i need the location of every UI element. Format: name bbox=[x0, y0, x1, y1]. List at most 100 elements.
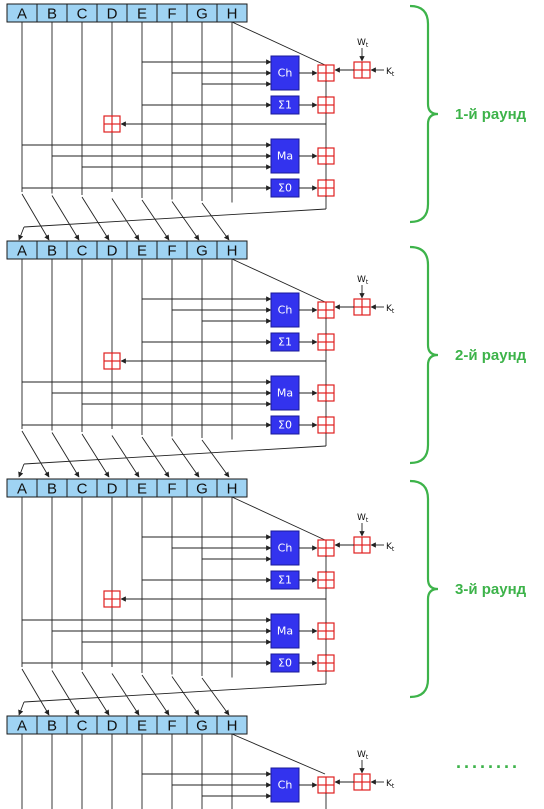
ma-box-label: Ma bbox=[277, 625, 293, 638]
register-label: B bbox=[47, 481, 57, 498]
register-h-2: H bbox=[216, 240, 248, 260]
k-label: Kt bbox=[386, 542, 395, 553]
register-label: F bbox=[167, 718, 176, 735]
register-label: F bbox=[167, 481, 176, 498]
register-h-4: H bbox=[216, 715, 248, 735]
round-label-1: 1-й раунд bbox=[455, 106, 527, 123]
ch-box-label: Ch bbox=[278, 67, 293, 80]
register-label: B bbox=[47, 6, 57, 23]
shift-arrow-5 bbox=[171, 438, 200, 478]
ch-box-label: Ch bbox=[278, 779, 293, 792]
register-label: A bbox=[17, 718, 27, 735]
register-d-2: D bbox=[96, 240, 128, 260]
round-brace-3 bbox=[409, 479, 439, 699]
register-label: G bbox=[196, 481, 208, 498]
register-label: A bbox=[17, 6, 27, 23]
k-label: Kt bbox=[386, 67, 395, 78]
register-label: E bbox=[137, 6, 147, 23]
w-subscript: t bbox=[366, 42, 369, 49]
register-c-3: C bbox=[66, 478, 98, 498]
register-label: D bbox=[107, 718, 118, 735]
register-label: D bbox=[107, 481, 118, 498]
shift-arrow-1 bbox=[51, 195, 80, 241]
shift-arrow-0 bbox=[21, 668, 50, 716]
w-subscript: t bbox=[366, 279, 369, 286]
shift-arrow-2 bbox=[81, 433, 110, 478]
w-label: Wt bbox=[357, 275, 369, 286]
shift-arrow-1 bbox=[51, 432, 80, 478]
h-to-adder-wire bbox=[231, 21, 326, 66]
ch-box bbox=[270, 292, 300, 328]
sigma0-box-label: Σ0 bbox=[278, 419, 292, 432]
register-g-3: G bbox=[186, 478, 218, 498]
register-label: F bbox=[167, 243, 176, 260]
register-c-2: C bbox=[66, 240, 98, 260]
w-label: Wt bbox=[357, 38, 369, 49]
new-a-arrow bbox=[18, 226, 25, 241]
register-g-2: G bbox=[186, 240, 218, 260]
register-e-3: E bbox=[126, 478, 158, 498]
register-label: H bbox=[227, 243, 238, 260]
k-subscript: t bbox=[392, 308, 395, 315]
register-label: H bbox=[227, 6, 238, 23]
register-label: H bbox=[227, 481, 238, 498]
shift-arrow-1 bbox=[51, 670, 80, 716]
sigma0-box-label: Σ0 bbox=[278, 182, 292, 195]
register-e-4: E bbox=[126, 715, 158, 735]
k-label: Kt bbox=[386, 779, 395, 790]
continuation-dots: ........ bbox=[456, 752, 520, 772]
register-f-2: F bbox=[156, 240, 188, 260]
ch-box bbox=[270, 530, 300, 566]
shift-arrow-3 bbox=[111, 673, 140, 716]
register-label: D bbox=[107, 6, 118, 23]
k-subscript: t bbox=[392, 783, 395, 790]
register-label: E bbox=[137, 243, 147, 260]
register-a-1: A bbox=[6, 3, 38, 23]
shift-arrow-0 bbox=[21, 193, 50, 241]
register-label: G bbox=[196, 243, 208, 260]
register-label: B bbox=[47, 243, 57, 260]
register-label: C bbox=[77, 243, 88, 260]
register-b-3: B bbox=[36, 478, 68, 498]
register-f-3: F bbox=[156, 478, 188, 498]
ma-box-label: Ma bbox=[277, 387, 293, 400]
register-label: F bbox=[167, 6, 176, 23]
ch-box bbox=[270, 55, 300, 91]
shift-arrow-3 bbox=[111, 435, 140, 478]
register-c-1: C bbox=[66, 3, 98, 23]
sigma1-box-label: Σ1 bbox=[278, 99, 292, 112]
register-g-4: G bbox=[186, 715, 218, 735]
k-subscript: t bbox=[392, 546, 395, 553]
register-label: G bbox=[196, 718, 208, 735]
w-subscript: t bbox=[366, 754, 369, 761]
shift-arrow-6 bbox=[201, 202, 230, 241]
register-c-4: C bbox=[66, 715, 98, 735]
k-label: Kt bbox=[386, 304, 395, 315]
register-a-4: A bbox=[6, 715, 38, 735]
register-h-1: H bbox=[216, 3, 248, 23]
register-f-4: F bbox=[156, 715, 188, 735]
register-d-3: D bbox=[96, 478, 128, 498]
sigma0-box-label: Σ0 bbox=[278, 657, 292, 670]
register-a-3: A bbox=[6, 478, 38, 498]
register-e-2: E bbox=[126, 240, 158, 260]
shift-arrow-2 bbox=[81, 196, 110, 241]
register-label: A bbox=[17, 481, 27, 498]
ch-box bbox=[270, 767, 300, 803]
register-f-1: F bbox=[156, 3, 188, 23]
shift-arrow-4 bbox=[141, 674, 170, 716]
register-label: C bbox=[77, 481, 88, 498]
w-subscript: t bbox=[366, 517, 369, 524]
ma-box bbox=[270, 138, 300, 174]
register-label: E bbox=[137, 718, 147, 735]
round-brace-2 bbox=[409, 245, 439, 465]
w-label: Wt bbox=[357, 750, 369, 761]
new-a-arrow bbox=[18, 701, 25, 716]
round-brace-1 bbox=[409, 4, 439, 224]
shift-arrow-4 bbox=[141, 436, 170, 478]
register-label: C bbox=[77, 6, 88, 23]
register-d-1: D bbox=[96, 3, 128, 23]
